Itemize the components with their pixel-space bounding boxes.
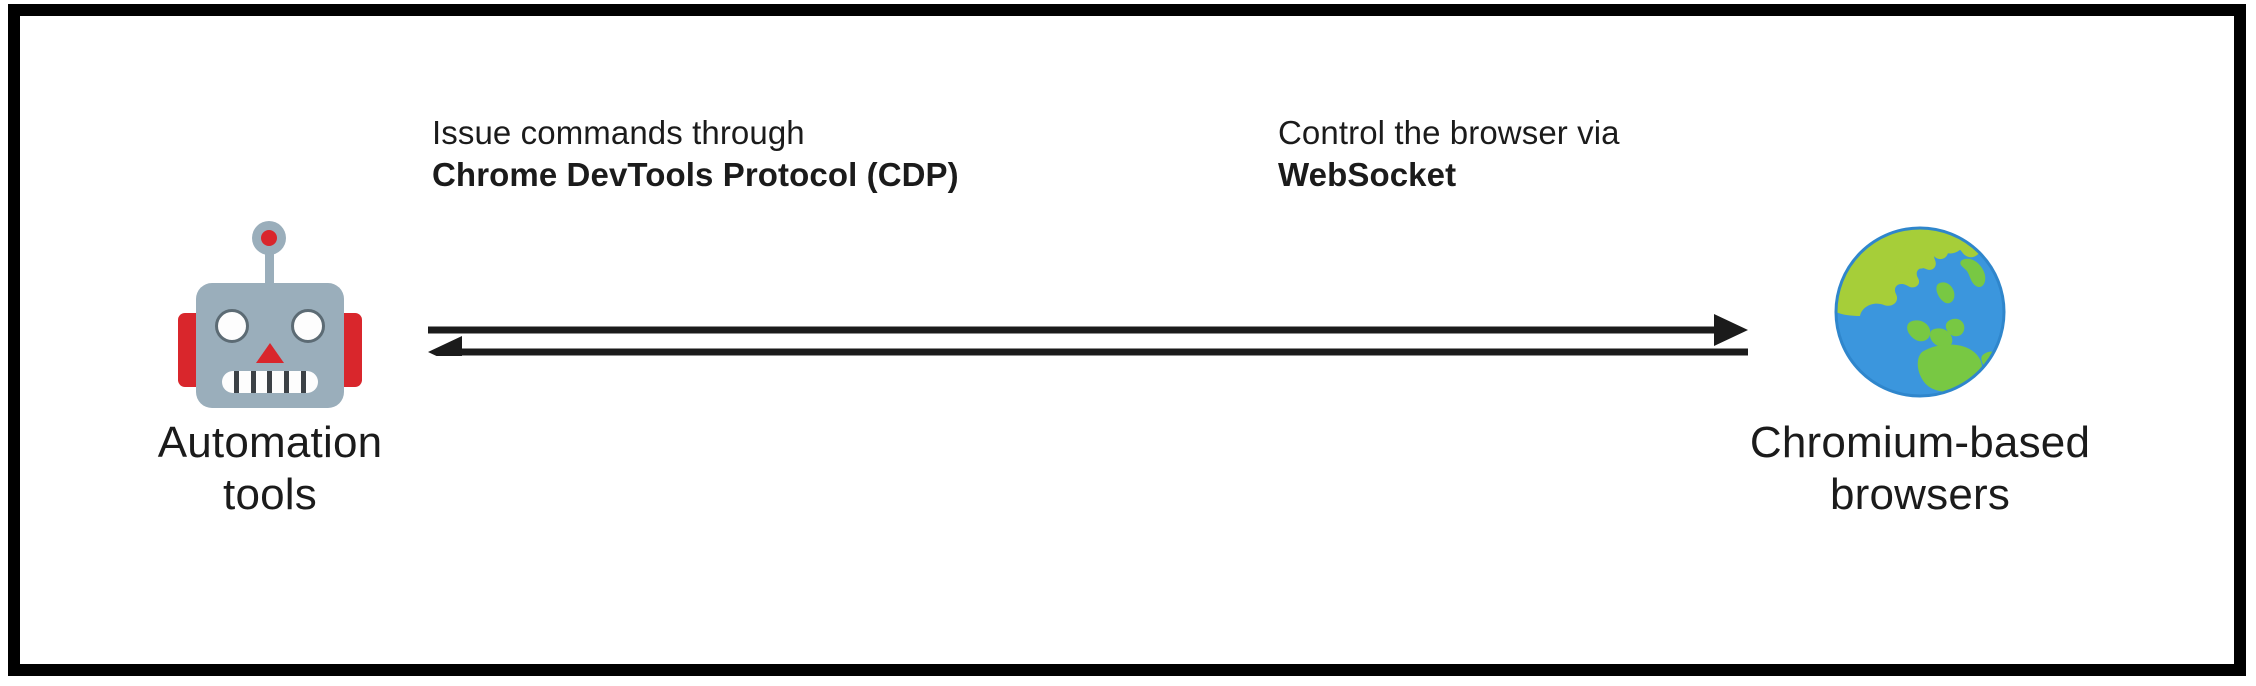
globe-showing-asia-australia-icon [1834,226,2006,398]
node-caption-line-1: Automation [157,418,383,467]
robot-nose-icon [256,343,284,363]
robot-mouth-icon [222,371,318,393]
diagram-stage: Automation tools [20,16,2234,664]
node-automation-tools: Automation tools [120,221,420,519]
node-caption-automation-tools: Automation tools [120,417,420,521]
edge-label-commands-line-2: Chrome DevTools Protocol (CDP) [432,155,959,193]
node-caption-chromium-browsers: Chromium-based browsers [1720,417,2120,521]
arrow-commands-left-to-right [428,314,1748,346]
robot-tooth-gap [233,371,239,393]
robot-tooth-gap [267,371,273,393]
node-chromium-browsers: Chromium-based browsers [1720,221,2120,519]
robot-tooth-gap [301,371,307,393]
robot-tooth-gap [250,371,256,393]
edge-label-commands: Issue commands through Chrome DevTools P… [432,112,959,195]
node-caption-line-2: browsers [1829,469,2011,519]
robot-eye-right-icon [291,309,325,343]
node-caption-line-2: tools [223,469,317,519]
node-caption-line-1: Chromium-based [1749,418,2091,467]
robot-antenna-ball-icon [252,221,286,255]
edge-label-control: Control the browser via WebSocket [1278,112,1620,195]
robot-tooth-gap [284,371,290,393]
edge-label-control-line-1: Control the browser via [1278,114,1620,151]
robot-icon [178,221,362,411]
arrow-control-right-to-left [428,336,1748,368]
robot-eye-left-icon [215,309,249,343]
edge-arrows [428,296,1748,368]
edge-label-commands-line-1: Issue commands through [432,114,805,151]
robot-head-icon [196,283,344,408]
edge-label-control-line-2: WebSocket [1278,155,1457,193]
robot-antenna-stem-icon [265,251,274,289]
